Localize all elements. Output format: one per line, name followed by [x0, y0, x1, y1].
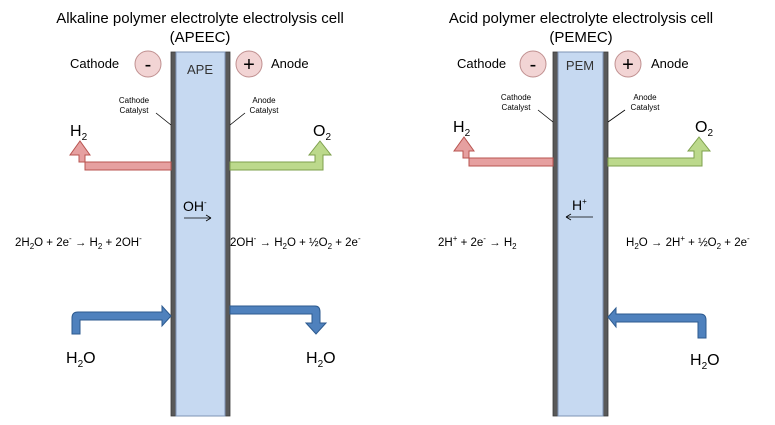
pemec-minus-sign — [519, 50, 547, 78]
apeec-water-in-arrow — [71, 304, 172, 335]
apeec-plus-text: + — [243, 54, 255, 76]
pemec-anode-catalyst-1: Anode — [633, 93, 657, 102]
apeec-cathode-catalyst-pointer — [155, 112, 172, 126]
apeec-cathode-catalyst-2: Catalyst — [120, 106, 150, 115]
pemec-membrane-label: PEM — [566, 58, 594, 73]
apeec-title: Alkaline polymer electrolyte electrolysi… — [56, 10, 344, 27]
pemec-title: Acid polymer electrolyte electrolysis ce… — [449, 10, 713, 27]
pemec-anode-label: Anode — [651, 56, 689, 71]
apeec-cathode-catalyst-1: Cathode — [119, 96, 150, 105]
pemec-plus-sign — [614, 50, 642, 78]
pemec-anode-catalyst-2: Catalyst — [631, 103, 661, 112]
apeec-membrane — [175, 51, 226, 417]
apeec-subtitle: (APEEC) — [170, 29, 231, 46]
pemec-membrane — [557, 51, 604, 417]
pemec-h2-arrow — [453, 136, 554, 167]
apeec-anode-electrode — [224, 51, 231, 417]
pemec-o2-arrow — [607, 136, 712, 167]
apeec-anode-label: Anode — [271, 56, 309, 71]
apeec-anode-catalyst-pointer — [229, 112, 246, 126]
pemec-h2-label: H2 — [453, 119, 471, 139]
pemec-cathode-catalyst-1: Cathode — [501, 93, 532, 102]
pemec-minus-text: - — [530, 54, 537, 76]
apeec-minus-text: - — [145, 54, 152, 76]
pemec-cathode-catalyst-pointer — [537, 109, 554, 123]
apeec-cathode-label: Cathode — [70, 56, 119, 71]
pemec-ion-arrowhead — [565, 213, 572, 221]
apeec-anode-catalyst-2: Catalyst — [250, 106, 280, 115]
pemec-ion-label: H+ — [572, 197, 587, 213]
apeec-plus-sign — [235, 50, 263, 78]
apeec-ion-label: OH- — [183, 198, 207, 214]
apeec-cell: Alkaline polymer electrolyte electrolysi… — [15, 10, 361, 417]
pemec-anode-catalyst-pointer — [607, 109, 626, 123]
apeec-water-in-label: H2O — [66, 350, 96, 370]
apeec-anode-equation: 2OH- → H2O + ½O2 + 2e- — [230, 234, 361, 251]
apeec-minus-sign — [134, 50, 162, 78]
pemec-cathode-equation: 2H+ + 2e- → H2 — [438, 234, 517, 251]
pemec-anode-equation: H2O → 2H+ + ½O2 + 2e- — [626, 234, 750, 251]
pemec-cell: Acid polymer electrolyte electrolysis ce… — [438, 10, 750, 417]
pemec-cathode-catalyst-2: Catalyst — [502, 103, 532, 112]
pemec-o2-label: O2 — [695, 119, 713, 139]
apeec-membrane-label: APE — [187, 62, 213, 77]
apeec-h2-label: H2 — [70, 123, 88, 143]
apeec-water-out-arrow — [229, 305, 328, 335]
pemec-anode-electrode — [602, 51, 609, 417]
pemec-subtitle: (PEMEC) — [549, 29, 612, 46]
apeec-cathode-electrode — [170, 51, 177, 417]
apeec-o2-label: O2 — [313, 123, 331, 143]
pemec-cathode-label: Cathode — [457, 56, 506, 71]
apeec-h2-arrow — [69, 140, 172, 171]
apeec-anode-catalyst-1: Anode — [252, 96, 276, 105]
pemec-water-in-arrow — [607, 306, 707, 339]
apeec-cathode-equation: 2H2O + 2e- → H2 + 2OH- — [15, 234, 142, 251]
apeec-water-out-label: H2O — [306, 350, 336, 370]
pemec-plus-text: + — [622, 54, 634, 76]
pemec-water-label: H2O — [690, 352, 720, 372]
apeec-ion-arrowhead — [205, 214, 212, 222]
pemec-cathode-electrode — [552, 51, 559, 417]
apeec-o2-arrow — [229, 140, 333, 171]
